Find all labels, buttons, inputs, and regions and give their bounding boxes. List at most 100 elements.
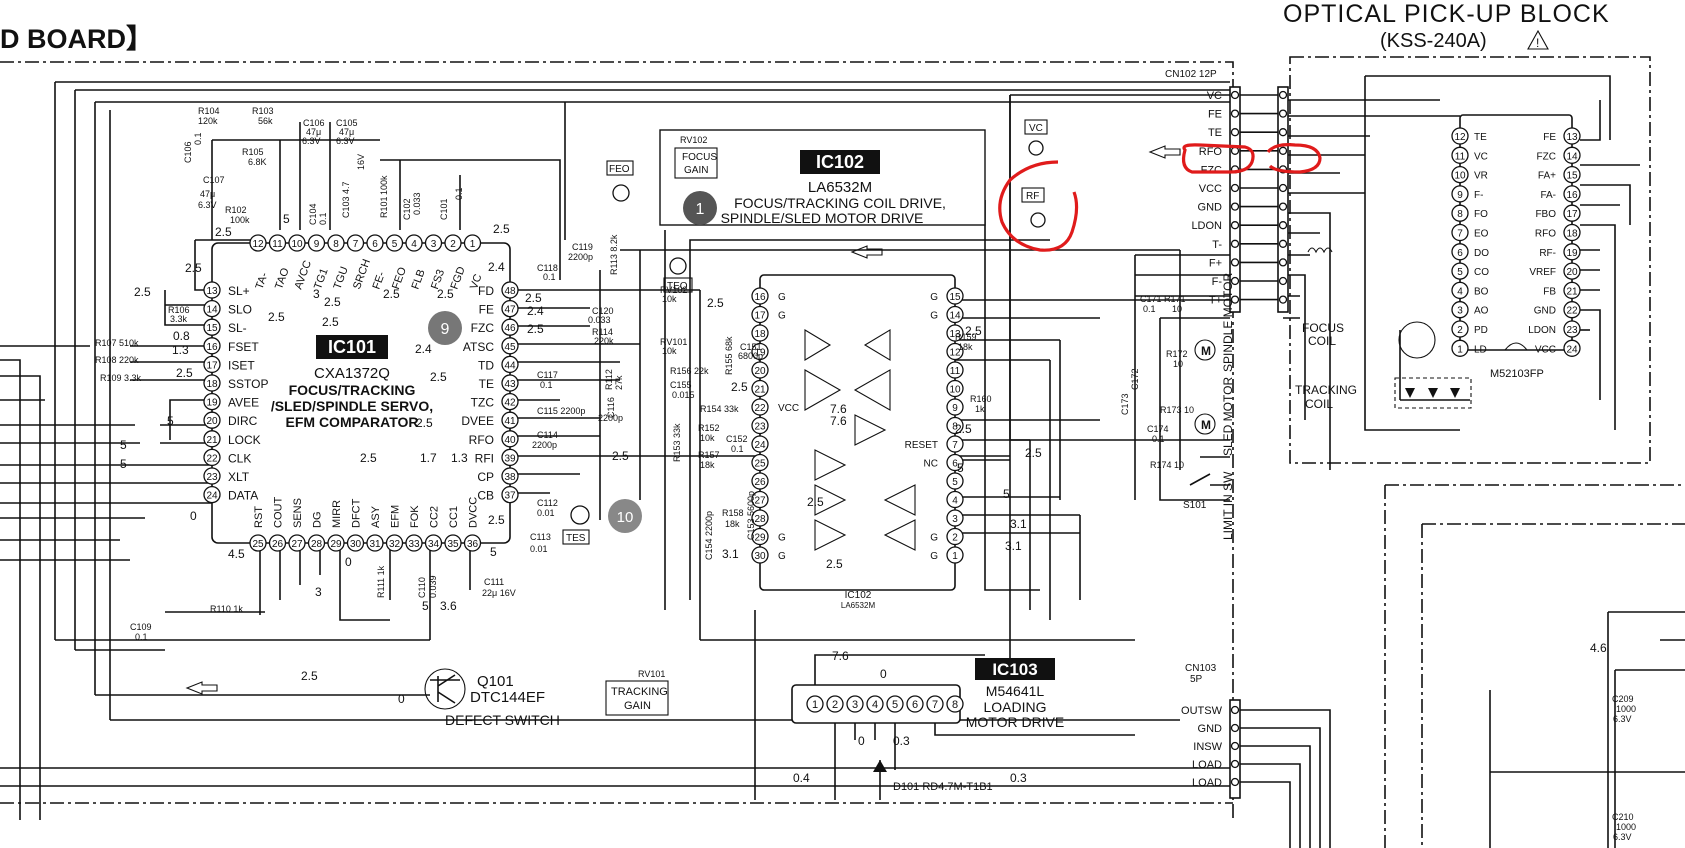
svg-text:56k: 56k <box>258 116 273 126</box>
arrow-icon <box>185 145 1181 695</box>
ic101-pin-number: 18 <box>206 379 218 390</box>
ic102-pin-tag: NC <box>924 459 938 470</box>
svg-text:3.1: 3.1 <box>1005 539 1022 553</box>
ic103-label: IC103 <box>992 660 1037 679</box>
svg-text:C174: C174 <box>1147 424 1169 434</box>
ic101-pin <box>203 430 221 448</box>
cn102-pin <box>1278 109 1288 118</box>
svg-text:10: 10 <box>1172 304 1182 314</box>
svg-text:2.5: 2.5 <box>965 324 982 338</box>
cn103-signal: INSW <box>1193 741 1222 753</box>
ic103-pin <box>866 695 884 713</box>
pickup-ic-pin <box>1563 165 1581 184</box>
ic102-pin <box>946 416 964 435</box>
svg-text:6.8K: 6.8K <box>248 157 267 167</box>
svg-text:!: ! <box>1536 36 1539 50</box>
ic102-pin-tag: RESET <box>905 440 938 451</box>
ic101-pin-number: 38 <box>504 472 516 483</box>
limit-switch-label: LIMIT IN SW <box>1221 471 1235 540</box>
ic101-pin-number: 2 <box>450 239 456 250</box>
ic103-pin <box>946 695 964 713</box>
pickup-ic-pin-number: 12 <box>1454 132 1466 143</box>
q101-ref: Q101 <box>477 673 514 690</box>
svg-text:C106: C106 <box>303 118 325 128</box>
svg-text:7.6: 7.6 <box>830 402 847 416</box>
ic101-pin-name: RFO <box>469 433 494 447</box>
ic101-pin <box>203 485 221 504</box>
ic101-pin-number: 11 <box>272 239 283 250</box>
spindle-motor: M SPINDLE MOTOR <box>1194 273 1235 372</box>
svg-text:0.015: 0.015 <box>672 390 695 400</box>
svg-text:R154 33k: R154 33k <box>700 404 739 414</box>
ic101-pin <box>268 534 287 552</box>
rv102-ref: RV102 <box>680 135 707 145</box>
sled-motor-label: SLED MOTOR <box>1221 377 1235 456</box>
svg-text:R110 1k: R110 1k <box>210 604 243 614</box>
ic101-pin-name: COUT <box>273 497 285 528</box>
svg-text:0.1: 0.1 <box>454 187 464 200</box>
cn103-signal: GND <box>1198 723 1223 735</box>
ic101-pin-name: CLK <box>228 451 251 465</box>
pickup-ic-pin <box>1451 301 1469 319</box>
svg-text:2.5: 2.5 <box>731 380 748 394</box>
ic102-pin <box>946 305 964 324</box>
pickup-ic-pin-number: 19 <box>1566 248 1578 259</box>
optical-pickup-model: (KSS-240A) <box>1380 30 1487 52</box>
pickup-ic-pin-number: 15 <box>1566 171 1578 182</box>
ic101-pin-name: FE <box>479 303 494 317</box>
ic103-pin-number: 5 <box>892 699 898 711</box>
svg-text:10k: 10k <box>700 433 715 443</box>
cn102-signal: LDON <box>1191 220 1222 232</box>
component-labels: R104 120k R103 56k R105 6.8K C106 0.1 C1… <box>95 106 1636 842</box>
ic101-pin-name: LOCK <box>228 433 261 447</box>
svg-text:R108 220k: R108 220k <box>95 355 139 365</box>
ic102-pin-number: 3 <box>952 514 958 525</box>
ic102-pin <box>751 435 769 453</box>
ic101-pin <box>346 234 365 252</box>
ic102-part: LA6532M <box>808 179 872 196</box>
board-title: D BOARD】 <box>0 24 153 54</box>
ic103-pin <box>846 695 864 713</box>
svg-text:2.5: 2.5 <box>707 296 724 310</box>
tp-tes-label: TES <box>566 533 586 544</box>
ic101-pin-name: ASY <box>370 505 382 528</box>
ic101-pin <box>501 448 519 467</box>
ic102-pin-number: 15 <box>949 292 961 303</box>
svg-text:5: 5 <box>120 438 127 452</box>
ic101-pin-number: 24 <box>206 491 218 502</box>
cn102-signal: F+ <box>1209 257 1222 269</box>
svg-text:1.3: 1.3 <box>451 451 468 465</box>
ic101-pin-number: 29 <box>330 539 342 550</box>
svg-text:R158: R158 <box>722 508 744 518</box>
svg-text:M: M <box>1201 418 1211 432</box>
ic103-voltage-pin4: 0 <box>858 734 865 748</box>
ic101-pin-number: 44 <box>504 360 516 371</box>
ic102-pin <box>946 287 964 305</box>
cn102-signal: GND <box>1198 202 1223 214</box>
svg-text:0.1: 0.1 <box>1143 304 1156 314</box>
svg-text:R157: R157 <box>698 450 720 460</box>
ic101-pin <box>203 355 221 374</box>
pickup-ic-pin-name: PD <box>1474 325 1488 336</box>
svg-text:R155 68k: R155 68k <box>724 336 734 375</box>
ic101-pin <box>327 234 345 252</box>
ic101-pin <box>424 234 443 252</box>
cn102-pin <box>1230 295 1240 304</box>
ic102-pin-number: 26 <box>754 477 766 488</box>
ic101-pin-number: 39 <box>504 453 516 464</box>
ic101-pin-name: CC2 <box>429 506 441 528</box>
ic102-pin-number: 1 <box>952 551 958 562</box>
svg-text:2.4: 2.4 <box>527 304 544 318</box>
svg-text:0.033: 0.033 <box>412 192 422 215</box>
ic101-pin-name: TZC <box>471 396 495 410</box>
svg-text:2200p: 2200p <box>598 413 623 423</box>
pickup-ic-pin-name: F- <box>1474 190 1483 201</box>
svg-text:C155: C155 <box>670 380 692 390</box>
svg-text:R104: R104 <box>198 106 220 116</box>
svg-text:120k: 120k <box>198 116 218 126</box>
svg-text:3.1: 3.1 <box>722 547 739 561</box>
cn102-pin <box>1278 183 1288 193</box>
ic102-desc-2: SPINDLE/SLED MOTOR DRIVE <box>721 210 924 226</box>
ic101-pin-name: FOK <box>409 505 421 528</box>
